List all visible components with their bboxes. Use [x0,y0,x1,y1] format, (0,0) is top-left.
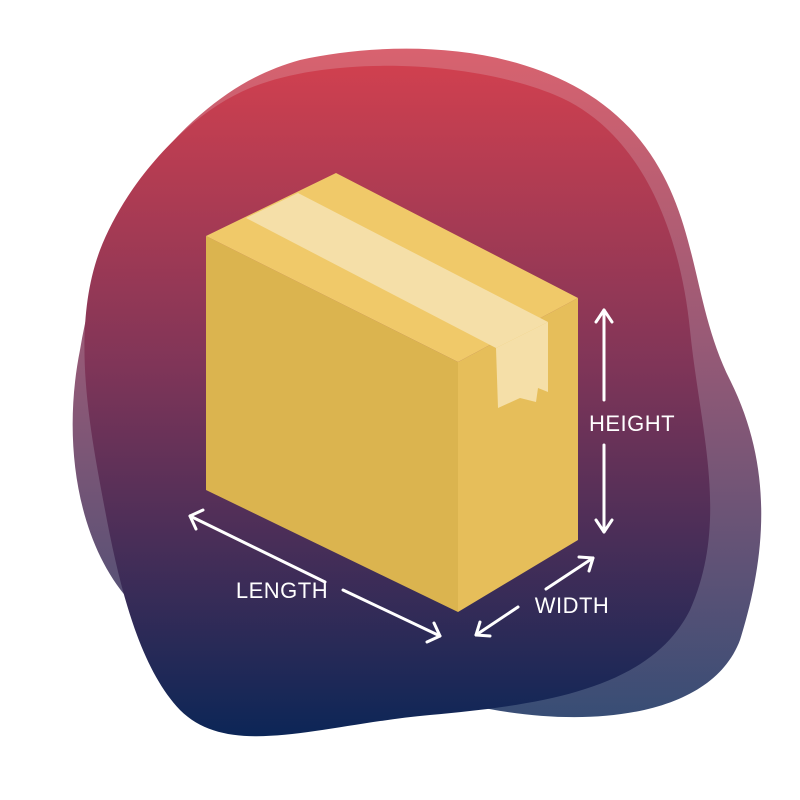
height-label: HEIGHT [589,411,675,436]
length-label: LENGTH [236,578,328,603]
length-arrow-icon [188,508,442,644]
box-tape-side [496,322,548,408]
box-tape-top [246,193,548,348]
cardboard-box-icon [206,173,578,612]
height-arrow-icon [594,308,614,534]
width-arrow-icon [474,555,595,638]
box-front-face [206,236,458,612]
width-label: WIDTH [535,593,610,618]
